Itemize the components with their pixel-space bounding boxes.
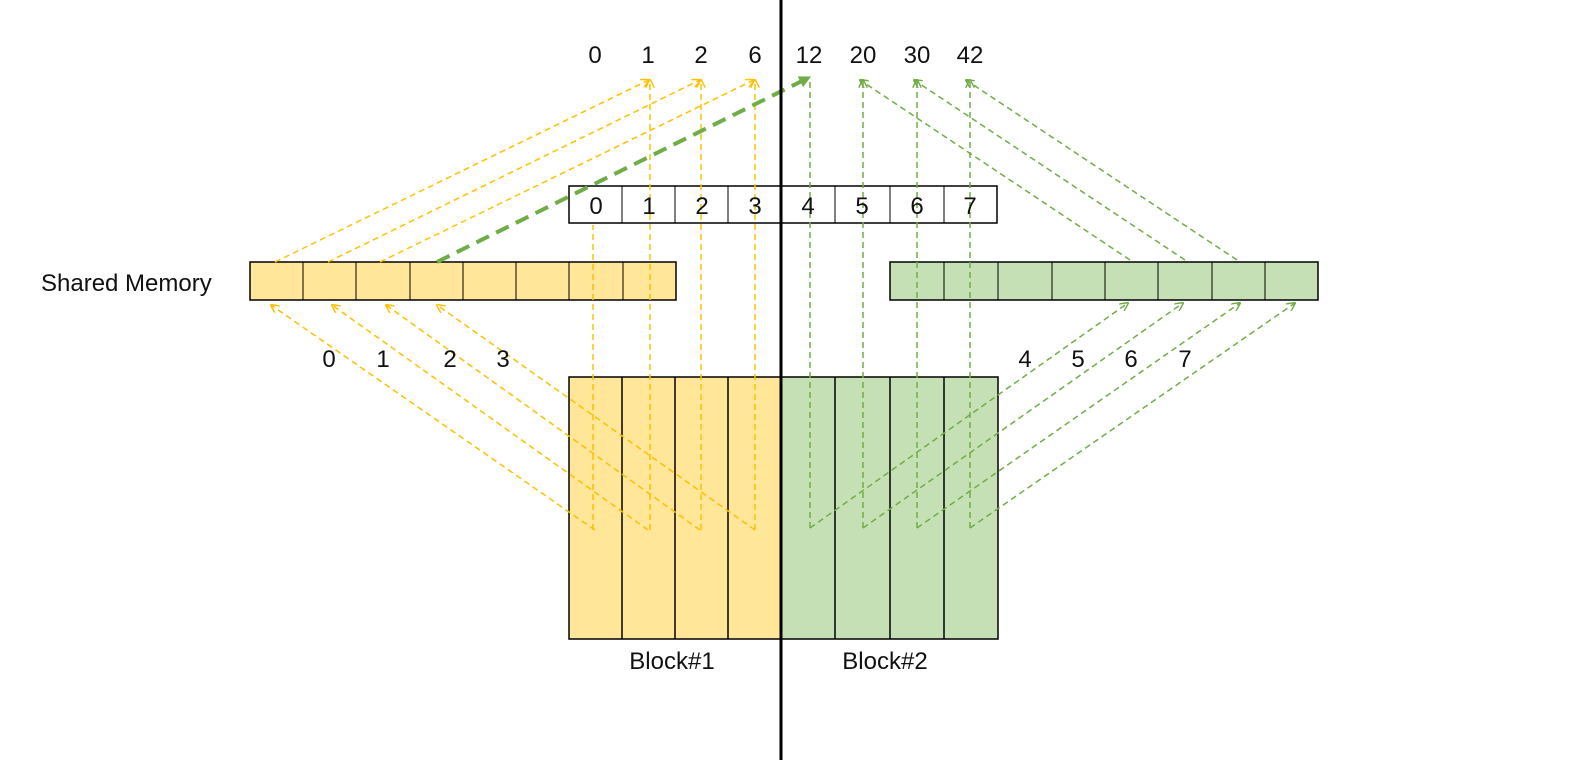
input-value: 6 xyxy=(910,193,923,220)
thread-id: 2 xyxy=(443,346,456,373)
input-array-box xyxy=(568,185,998,224)
thread-id: 0 xyxy=(322,346,335,373)
input-value: 4 xyxy=(801,193,814,220)
output-value: 6 xyxy=(748,42,761,69)
input-value: 1 xyxy=(642,193,655,220)
block1-threads xyxy=(568,376,782,640)
shared-to-output-arrow xyxy=(860,80,1131,261)
thread-to-shared-arrow xyxy=(916,303,1240,529)
thread-id: 5 xyxy=(1071,346,1084,373)
output-values: 0 1 2 6 12 20 30 42 xyxy=(588,42,983,69)
shared-memory-block2 xyxy=(889,261,1319,301)
block2-label: Block#2 xyxy=(842,648,927,675)
thread-to-shared-arrow xyxy=(332,305,649,531)
thread-to-shared-arrow xyxy=(809,303,1128,529)
input-array xyxy=(568,185,998,224)
thread-ids-block1: 0 1 2 3 xyxy=(322,346,509,373)
shared-memory-label: Shared Memory xyxy=(41,270,212,297)
input-value: 0 xyxy=(589,193,602,220)
thread-id: 3 xyxy=(496,346,509,373)
thread-ids-block2: 4 5 6 7 xyxy=(1018,346,1191,373)
block1-arrows xyxy=(271,80,756,531)
output-value: 0 xyxy=(588,42,601,69)
input-values: 0 1 2 3 4 5 6 7 xyxy=(589,193,976,220)
block2-arrows xyxy=(809,80,1295,529)
input-value: 2 xyxy=(695,193,708,220)
input-value: 7 xyxy=(963,193,976,220)
thread-to-shared-arrow xyxy=(437,305,756,531)
output-value: 2 xyxy=(694,42,707,69)
output-value: 42 xyxy=(957,42,984,69)
shared-to-output-arrow xyxy=(327,80,700,263)
input-value: 5 xyxy=(855,193,868,220)
thread-id: 4 xyxy=(1018,346,1031,373)
block1-label: Block#1 xyxy=(629,648,714,675)
block2-threads xyxy=(780,376,999,640)
thread-to-shared-arrow xyxy=(271,305,596,531)
thread-to-shared-arrow xyxy=(969,303,1295,529)
output-value: 30 xyxy=(904,42,931,69)
output-value: 1 xyxy=(641,42,654,69)
shared-to-output-arrow xyxy=(966,80,1238,261)
shared-memory-block1 xyxy=(249,261,677,301)
thread-id: 1 xyxy=(376,346,389,373)
output-value: 12 xyxy=(796,42,823,69)
shared-memory-block2-bar xyxy=(889,261,1319,301)
thread-id: 7 xyxy=(1178,346,1191,373)
input-value: 3 xyxy=(748,193,761,220)
thread-id: 6 xyxy=(1124,346,1137,373)
thread-to-shared-arrow xyxy=(862,303,1183,529)
shared-to-output-arrow xyxy=(379,80,754,263)
carry-arrow xyxy=(436,75,812,264)
shared-to-output-arrow xyxy=(914,80,1186,261)
thread-to-shared-arrow xyxy=(386,305,701,531)
output-value: 20 xyxy=(850,42,877,69)
